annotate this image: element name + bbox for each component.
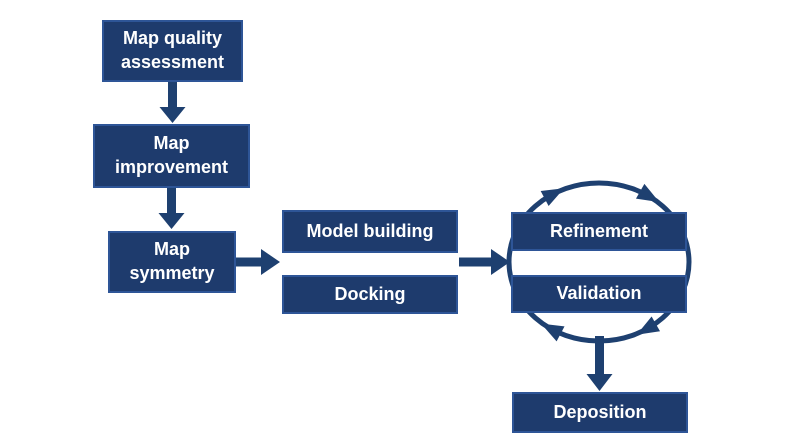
cycle-arrowhead-bottom-right-icon bbox=[636, 316, 661, 335]
cycle-arrowhead-top-right-icon bbox=[635, 183, 660, 203]
node-label: Deposition bbox=[553, 401, 647, 422]
arrow-cycle-to-deposition bbox=[586, 336, 613, 391]
node-map-improvement: Map improvement bbox=[93, 124, 250, 188]
node-map-quality-assessment: Map quality assessment bbox=[102, 20, 243, 82]
refinement-validation-cycle-ellipse bbox=[506, 180, 692, 344]
arrow-symmetry-to-building bbox=[236, 249, 280, 275]
node-refinement: Refinement bbox=[511, 212, 687, 251]
node-label: Validation bbox=[556, 283, 642, 304]
node-label: Map improvement bbox=[114, 133, 229, 177]
node-label: Model building bbox=[306, 220, 434, 241]
cycle-arrowhead-bottom-left-icon bbox=[541, 323, 565, 342]
node-map-symmetry: Map symmetry bbox=[108, 231, 236, 293]
node-deposition: Deposition bbox=[512, 392, 688, 433]
node-label: Docking bbox=[334, 283, 406, 304]
node-validation: Validation bbox=[511, 275, 687, 313]
node-docking: Docking bbox=[282, 275, 458, 314]
node-model-building: Model building bbox=[282, 210, 458, 253]
node-label: Map quality assessment bbox=[120, 28, 225, 72]
arrow-building-to-refinement bbox=[459, 249, 510, 275]
arrow-improvement-to-symmetry bbox=[158, 188, 185, 229]
node-label: Refinement bbox=[549, 220, 648, 241]
cycle-arrowhead-top-left-icon bbox=[540, 188, 565, 207]
arrow-assessment-to-improvement bbox=[159, 82, 186, 123]
node-label: Map symmetry bbox=[129, 239, 215, 283]
